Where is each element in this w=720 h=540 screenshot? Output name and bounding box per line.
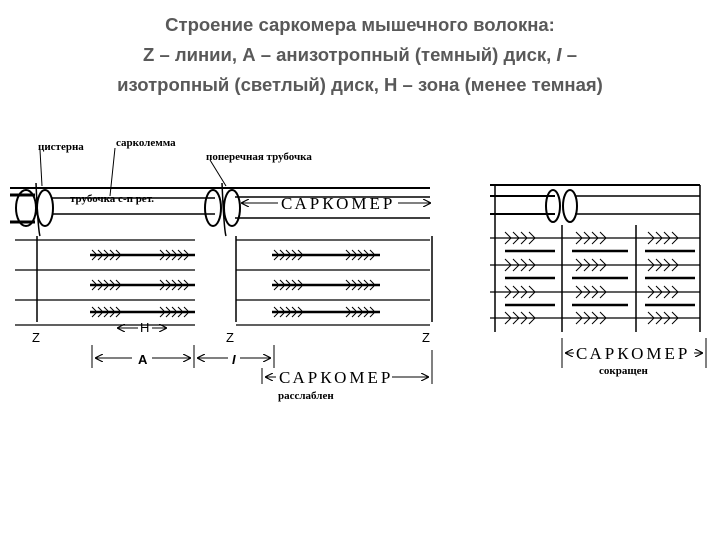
title-line-2-end: – (561, 44, 577, 65)
sarcomere-label: САРКОМЕР (281, 194, 395, 213)
relaxed-label: расслаблен (278, 390, 334, 402)
title-line-3: изотропный (светлый) диск, Н – зона (мен… (117, 74, 603, 95)
z-lines (36, 236, 433, 322)
a-band-dimension (91, 345, 195, 368)
sarcomere-contracted-label: САРКОМЕР (576, 344, 690, 363)
i-band-dimension (198, 345, 275, 368)
thin-filaments (15, 239, 430, 326)
z-label-1: Z (32, 330, 40, 345)
relaxed-dimension (261, 350, 433, 384)
cross-bridges-contracted (504, 231, 679, 325)
sarcomere-relaxed-label: САРКОМЕР (279, 368, 393, 387)
title-line-2: Z – линии, А – анизотропный (темный) дис… (20, 40, 700, 70)
sr-tubule-label: трубочка с-п рет. (70, 193, 154, 205)
i-label: I (232, 352, 236, 367)
myosin-heads (91, 249, 375, 318)
title-line-2-text: – линии, А – анизотропный (темный) диск, (154, 44, 557, 65)
z-label-3: Z (422, 330, 430, 345)
h-label: Н (140, 320, 149, 335)
leader-lines (39, 147, 227, 197)
thick-filaments (90, 253, 380, 314)
a-label: А (138, 352, 148, 367)
contracted-label: сокращен (599, 365, 649, 377)
z-lines-contracted (494, 185, 701, 332)
contracted-sarcomere: САРКОМЕР сокращен (490, 184, 707, 377)
cistern-label: цистерна (38, 141, 84, 153)
sarcolemma-label: сарколемма (116, 137, 176, 149)
filaments-contracted (490, 237, 700, 319)
contracted-dimension (561, 338, 707, 368)
title-i: I (556, 44, 562, 65)
membrane-system-contracted (490, 184, 700, 223)
t-tubule-label: поперечная трубочка (206, 151, 312, 163)
title-line-1: Строение саркомера мышечного волокна: (165, 14, 555, 35)
z-label-2: Z (226, 330, 234, 345)
title-z: Z (143, 44, 155, 65)
slide-title: Строение саркомера мышечного волокна: Z … (20, 10, 700, 100)
thick-filaments-contracted (505, 249, 695, 307)
membrane-system (10, 182, 430, 237)
relaxed-sarcomere: цистерна сарколемма поперечная трубочка … (10, 137, 433, 402)
